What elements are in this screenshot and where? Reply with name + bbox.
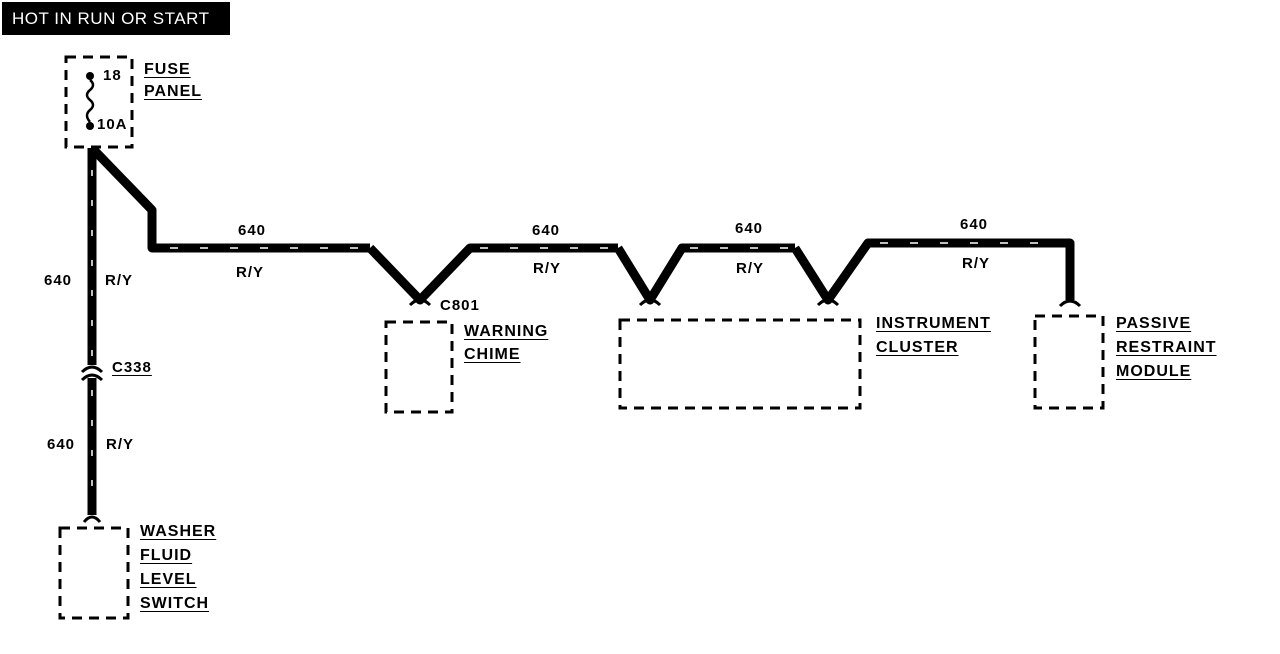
wire-branch: [90, 146, 370, 253]
passive-restraint-label-1: PASSIVE: [1116, 315, 1192, 332]
passive-restraint-label-3: MODULE: [1116, 363, 1192, 380]
c801-connector: [408, 298, 432, 307]
c338-label: C338: [112, 359, 152, 376]
instrument-cluster-box: [618, 318, 862, 410]
c338-connector: [80, 365, 104, 374]
warning-chime-label-2: CHIME: [464, 346, 521, 363]
washer-switch-box: [58, 526, 130, 620]
wire-number: 640: [44, 272, 73, 289]
instrument-cluster-label-2: CLUSTER: [876, 339, 959, 356]
fuse-panel-label-2: PANEL: [144, 83, 203, 100]
c801-label: C801: [440, 297, 480, 314]
wire-color: R/Y: [962, 255, 991, 272]
fuse-terminal-bottom: [86, 122, 94, 130]
diagram-title: HOT IN RUN OR START: [2, 2, 230, 35]
wire-color: R/Y: [533, 260, 562, 277]
fuse-panel-box: [64, 55, 134, 149]
passive-restraint-label-2: RESTRAINT: [1116, 339, 1217, 356]
wire-color: R/Y: [106, 436, 135, 453]
fuse-number: 18: [103, 67, 122, 84]
washer-switch-label-1: WASHER: [140, 523, 217, 540]
washer-switch-label-3: LEVEL: [140, 571, 197, 588]
washer-switch-label-2: FLUID: [140, 547, 193, 564]
wire-number: 640: [960, 216, 989, 233]
cluster-connector-left: [638, 298, 662, 307]
fuse-icon: [85, 79, 95, 123]
wire-number: 640: [238, 222, 267, 239]
passive-restraint-box: [1033, 314, 1105, 410]
wire-to-cluster-left: [614, 243, 795, 305]
fuse-rating: 10A: [97, 116, 128, 133]
wire-number: 640: [47, 436, 76, 453]
wire-color: R/Y: [236, 264, 265, 281]
wire-to-c801: [366, 243, 618, 305]
cluster-connector-right: [816, 298, 840, 307]
wire-number: 640: [735, 220, 764, 237]
fuse-terminal-top: [86, 72, 94, 80]
wire-color: R/Y: [105, 272, 134, 289]
wire-number: 640: [532, 222, 561, 239]
wire-to-cluster-right: [791, 238, 1075, 305]
warning-chime-label-1: WARNING: [464, 323, 549, 340]
washer-switch-label-4: SWITCH: [140, 595, 210, 612]
wire-color: R/Y: [736, 260, 765, 277]
instrument-cluster-label-1: INSTRUMENT: [876, 315, 991, 332]
fuse-panel-label-1: FUSE: [144, 61, 191, 78]
restraint-connector: [1058, 299, 1082, 308]
warning-chime-box: [384, 320, 454, 414]
